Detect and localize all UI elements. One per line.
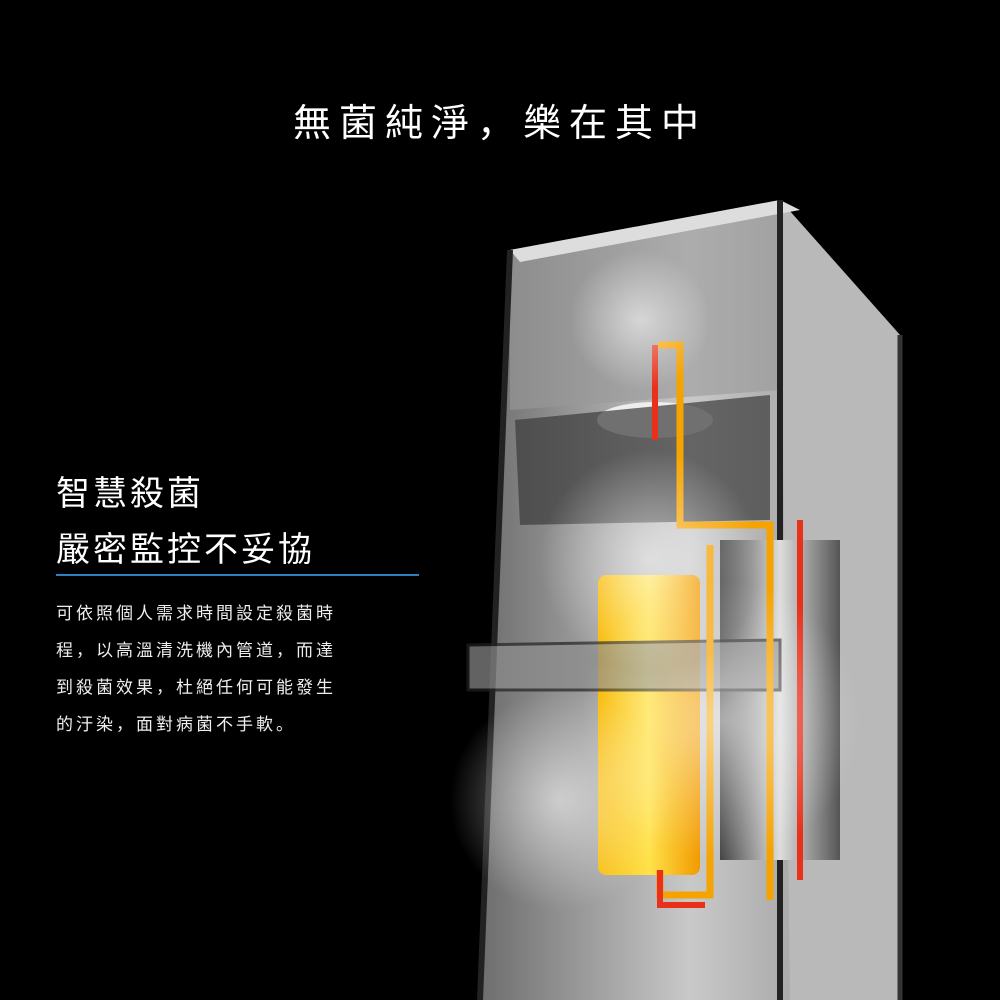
water-dispenser-cutaway-image (450, 200, 903, 1000)
description-line: 到殺菌效果，杜絕任何可能發生 (56, 678, 336, 698)
accent-divider (56, 574, 419, 576)
description-line: 的汙染，面對病菌不手軟。 (56, 715, 296, 735)
description-line: 可依照個人需求時間設定殺菌時 (56, 604, 336, 624)
feature-title: 智慧殺菌 嚴密監控不妥協 (56, 466, 315, 578)
feature-title-line-1: 智慧殺菌 (56, 474, 204, 514)
feature-title-line-2: 嚴密監控不妥協 (56, 530, 315, 570)
feature-description: 可依照個人需求時間設定殺菌時 程，以高溫清洗機內管道，而達 到殺菌效果，杜絕任何… (56, 596, 366, 744)
headline: 無菌純淨，樂在其中 (292, 101, 707, 145)
description-line: 程，以高溫清洗機內管道，而達 (56, 641, 336, 661)
